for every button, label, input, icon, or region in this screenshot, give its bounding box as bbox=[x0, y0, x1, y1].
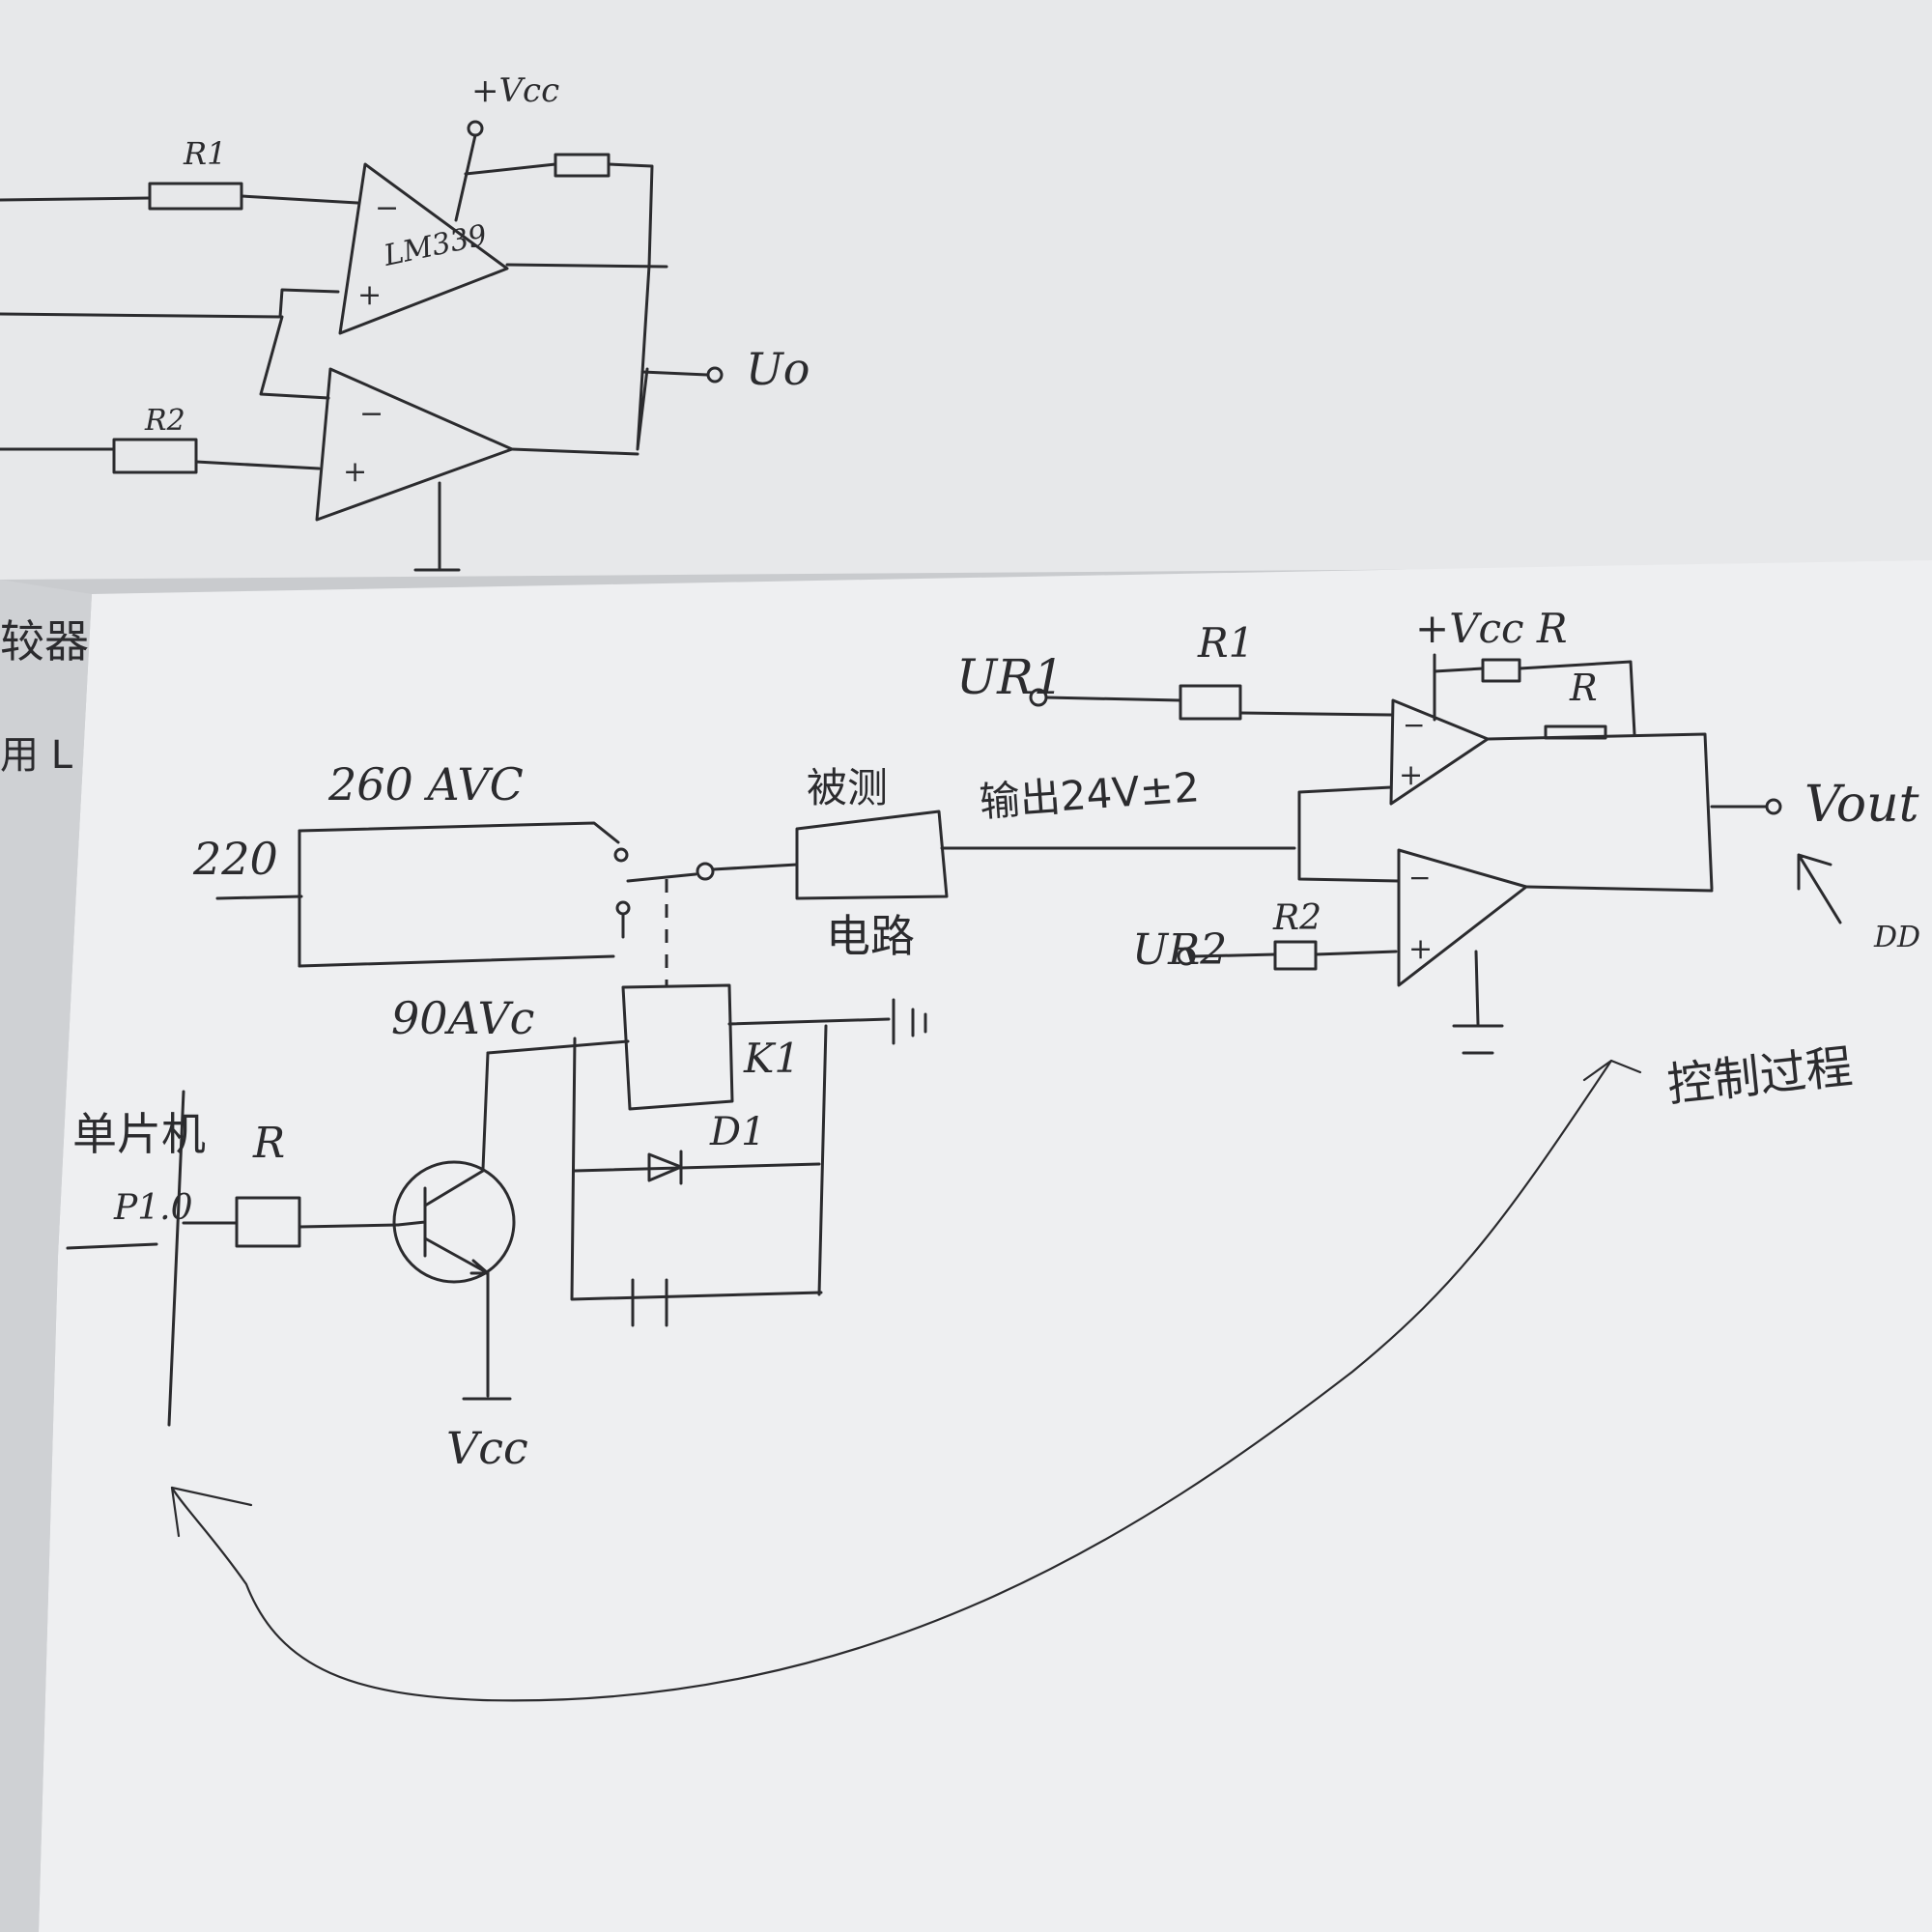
top-output-label: Uo bbox=[746, 343, 810, 395]
bottom-vcc-r-label: +Vcc R bbox=[1415, 605, 1568, 652]
top-opamp1-output-wire bbox=[505, 263, 668, 269]
vout-terminal bbox=[1765, 798, 1782, 815]
top-input-wire-1 bbox=[0, 196, 152, 202]
paper-shadow bbox=[0, 580, 92, 1932]
bottom-opamp2-minus: − bbox=[1408, 862, 1431, 894]
top-r2-to-opamp-wire bbox=[194, 460, 321, 470]
top-opamp2-minus: − bbox=[359, 397, 384, 431]
top-r2-label: R2 bbox=[144, 404, 185, 438]
top-comparator-circuit bbox=[0, 120, 724, 572]
control-loop-arrowhead-left bbox=[170, 1486, 253, 1538]
switch-contact-high bbox=[613, 847, 629, 863]
vout-label: Vout bbox=[1804, 776, 1919, 834]
transformer-low-label: 90AVc bbox=[391, 992, 534, 1044]
bottom-opamp1-plus: + bbox=[1399, 758, 1423, 792]
capacitor-symbol bbox=[631, 1278, 668, 1327]
top-edge-text-2: 用 L bbox=[0, 733, 73, 778]
bottom-pullup-resistor bbox=[1481, 658, 1521, 683]
top-r1-to-opamp-wire bbox=[240, 194, 359, 205]
bottom-opamp2-output-wire bbox=[1524, 885, 1714, 893]
ur2-wire bbox=[1192, 952, 1277, 958]
bottom-paper-sheet bbox=[39, 560, 1932, 1932]
top-input-wire-2 bbox=[0, 288, 340, 319]
r1-to-opamp-wire bbox=[1238, 711, 1393, 717]
ur1-label: UR1 bbox=[956, 649, 1065, 705]
top-opamp-1 bbox=[338, 162, 509, 335]
diode-d1-label: D1 bbox=[709, 1110, 766, 1154]
bottom-r2-label: R2 bbox=[1272, 898, 1321, 938]
switch-arm bbox=[626, 872, 697, 883]
bottom-comparator-circuit bbox=[1029, 653, 1782, 1055]
bottom-opamp-1 bbox=[1389, 698, 1490, 806]
load-label-top: 被测 bbox=[807, 764, 888, 811]
transformer-high-tap-wire bbox=[298, 821, 620, 844]
switch-common-terminal bbox=[696, 862, 715, 881]
transformer-high-label: 260 AVC bbox=[327, 758, 524, 810]
top-vcc-label: +Vcc bbox=[471, 71, 559, 110]
bottom-pullup-to-output bbox=[1518, 660, 1636, 736]
control-loop-curve bbox=[170, 1059, 1613, 1702]
protection-left-rail bbox=[570, 1037, 823, 1301]
bottom-r1-resistor bbox=[1179, 684, 1242, 721]
top-paper-sheet bbox=[0, 0, 1932, 580]
battery-symbol bbox=[892, 998, 927, 1045]
ur1-wire bbox=[1044, 696, 1182, 702]
bottom-output-rail bbox=[1486, 732, 1714, 891]
mains-input-label: 220 bbox=[192, 833, 278, 885]
load-circuit-box bbox=[795, 810, 949, 900]
top-r2-resistor bbox=[112, 438, 198, 474]
bottom-ground-symbol bbox=[1452, 1024, 1504, 1055]
top-vcc-wire bbox=[454, 133, 477, 222]
top-output-terminal bbox=[706, 366, 724, 384]
r2-to-opamp-wire bbox=[1314, 950, 1398, 956]
mcu-label: 单片机 bbox=[72, 1108, 206, 1160]
relay-driver-circuit bbox=[66, 983, 927, 1427]
control-loop-arrowhead-right bbox=[1582, 1059, 1642, 1082]
bottom-ground-wire bbox=[1474, 950, 1480, 1026]
bottom-opamp1-minus: − bbox=[1403, 709, 1425, 741]
vout-pointer-arrow bbox=[1797, 853, 1842, 924]
transformer-switch-circuit bbox=[215, 810, 1296, 985]
load-label-bottom: 电路 bbox=[826, 910, 915, 962]
bottom-opamp2-plus: + bbox=[1408, 932, 1433, 966]
feedback-r-label: R bbox=[1569, 667, 1598, 709]
resistor-to-base-wire bbox=[298, 1223, 400, 1229]
transistor-vcc-label: Vcc bbox=[446, 1422, 528, 1474]
diode-branch-wire bbox=[573, 1162, 821, 1173]
top-output-wire bbox=[640, 370, 709, 377]
transformer-low-tap-wire bbox=[298, 954, 615, 968]
mcu-port-line bbox=[167, 1090, 185, 1427]
top-opamp2-output-wire bbox=[510, 447, 639, 456]
top-opamp1-plus: + bbox=[357, 278, 382, 312]
transistor-symbol bbox=[396, 1169, 490, 1275]
relay-coil-box bbox=[621, 983, 734, 1111]
top-opamp-2 bbox=[315, 367, 514, 522]
ur2-label: UR2 bbox=[1132, 925, 1227, 975]
relay-to-battery-wire bbox=[727, 1017, 891, 1026]
top-opamp2-plus: + bbox=[343, 455, 367, 489]
right-edge-text: DD bbox=[1873, 921, 1920, 954]
switch-to-load-wire bbox=[711, 863, 799, 871]
mcu-pin-label: P1.0 bbox=[113, 1188, 192, 1228]
top-r1-label: R1 bbox=[183, 135, 226, 172]
top-pullup-wire bbox=[464, 162, 557, 176]
diode-d1-symbol bbox=[647, 1150, 683, 1185]
transistor-collector-wire bbox=[481, 1051, 490, 1171]
bottom-r1-label: R1 bbox=[1197, 619, 1254, 667]
transistor-circle bbox=[392, 1160, 516, 1284]
transistor-to-relay-wire bbox=[486, 1039, 630, 1055]
mains-input-wire bbox=[215, 895, 303, 900]
relay-k1-label: K1 bbox=[743, 1035, 800, 1082]
bottom-pullup-wire bbox=[1433, 667, 1485, 673]
top-edge-text-1: 较器 bbox=[0, 615, 89, 668]
mcu-pin-stub bbox=[66, 1242, 158, 1250]
base-resistor-label: R bbox=[252, 1119, 285, 1168]
top-common-node-wire bbox=[259, 315, 330, 400]
top-opamp1-minus: − bbox=[375, 191, 399, 225]
bottom-common-input-wire bbox=[1297, 785, 1401, 883]
bottom-opamp-2 bbox=[1397, 848, 1528, 987]
protection-right-rail bbox=[817, 1024, 828, 1296]
